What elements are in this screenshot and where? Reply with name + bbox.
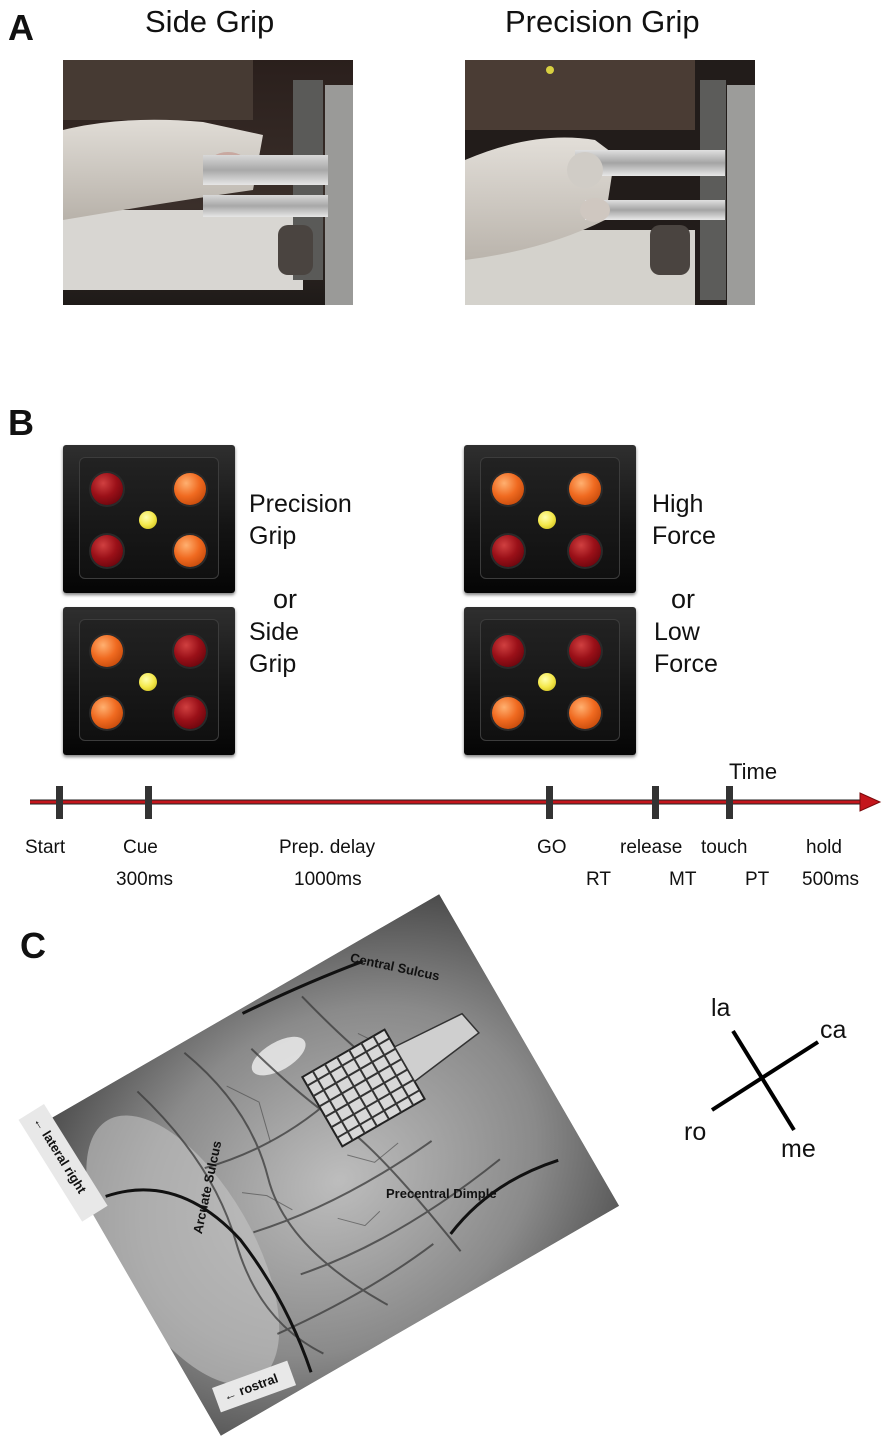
event-cue: Cue	[123, 837, 158, 858]
orient-ca: ca	[820, 1016, 847, 1044]
duration-cue: 300ms	[116, 869, 174, 890]
cue-light	[91, 635, 123, 667]
orient-me: me	[781, 1135, 816, 1163]
duration-pt: PT	[745, 869, 770, 890]
event-go: GO	[537, 837, 567, 858]
center-light	[538, 673, 556, 691]
cue-light	[174, 697, 206, 729]
side-grip-photo	[63, 60, 353, 305]
cue-light	[91, 473, 123, 505]
tick-release	[652, 786, 659, 819]
central-sulcus-line	[241, 960, 364, 1015]
cue-light	[174, 535, 206, 567]
side-grip-title: Side Grip	[145, 4, 275, 39]
precision-grip-label: Precision Grip	[249, 490, 352, 550]
panel-c-letter: C	[20, 925, 46, 966]
duration-rt: RT	[586, 869, 611, 890]
cue-box-high-force	[464, 445, 636, 593]
duration-hold: 500ms	[802, 869, 860, 890]
event-prep-delay: Prep. delay	[279, 837, 376, 858]
timeline-arrow	[30, 786, 882, 819]
tick-touch	[726, 786, 733, 819]
cue-light	[492, 697, 524, 729]
cue-light	[569, 473, 601, 505]
cue-box-low-force	[464, 607, 636, 755]
cue-box-precision-grip	[63, 445, 235, 593]
cue-light	[91, 697, 123, 729]
event-release: release	[620, 837, 683, 858]
orientation-cross	[710, 1029, 820, 1132]
center-light	[538, 511, 556, 529]
cue-light	[492, 473, 524, 505]
timeline-arrowhead	[859, 792, 882, 812]
cue-light	[174, 635, 206, 667]
la-me-axis	[731, 1029, 796, 1132]
low-force-label: Low Force	[654, 618, 718, 678]
side-grip-label: Side Grip	[249, 618, 300, 678]
orient-la: la	[711, 994, 731, 1022]
precentral-dimple-label: Precentral Dimple	[386, 1186, 497, 1201]
event-hold: hold	[806, 837, 842, 858]
cue-box-side-grip	[63, 607, 235, 755]
duration-prep-delay: 1000ms	[294, 869, 362, 890]
event-touch: touch	[701, 837, 748, 858]
center-light	[139, 673, 157, 691]
tick-start	[56, 786, 63, 819]
tick-go	[546, 786, 553, 819]
precision-grip-photo	[465, 60, 755, 305]
center-light	[139, 511, 157, 529]
cue-light	[492, 635, 524, 667]
arcuate-sulcus-line	[105, 1188, 313, 1373]
cue-light	[91, 535, 123, 567]
cue-light	[569, 535, 601, 567]
force-or-label: or	[671, 584, 696, 614]
precision-grip-title: Precision Grip	[505, 4, 700, 39]
high-force-label: High Force	[652, 490, 716, 550]
event-start: Start	[25, 837, 66, 858]
orient-ro: ro	[684, 1118, 707, 1146]
tick-cue	[145, 786, 152, 819]
electrode-array	[300, 1012, 480, 1148]
cue-light	[492, 535, 524, 567]
precentral-dimple-line	[449, 1158, 559, 1235]
grip-or-label: or	[273, 584, 298, 614]
cortex-photo	[40, 894, 620, 1436]
cue-light	[569, 697, 601, 729]
cue-light	[174, 473, 206, 505]
panel-b-letter: B	[8, 402, 34, 443]
ro-ca-axis	[710, 1040, 820, 1112]
duration-mt: MT	[669, 869, 697, 890]
cue-light	[569, 635, 601, 667]
panel-a-letter: A	[8, 7, 34, 48]
time-axis-label: Time	[729, 759, 778, 784]
